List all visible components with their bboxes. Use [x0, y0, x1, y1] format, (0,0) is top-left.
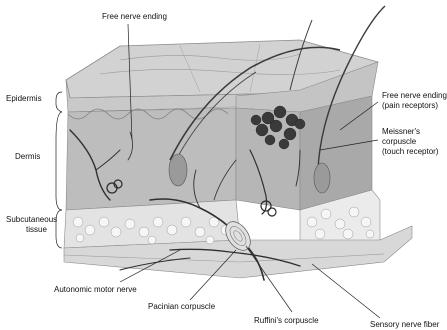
label-touch-receptor: (touch receptor)	[382, 147, 439, 156]
label-free-nerve-ending-right: Free nerve ending	[382, 91, 447, 100]
label-dermis: Dermis	[15, 152, 40, 161]
label-free-nerve-ending-top: Free nerve ending	[102, 12, 167, 21]
label-meissner: Meissner's	[382, 127, 420, 136]
label-sensory-nerve-fiber: Sensory nerve fiber	[370, 320, 440, 329]
label-pacinian-corpuscle: Pacinian corpuscle	[148, 302, 216, 311]
label-meissner-corpuscle: corpuscle	[382, 137, 417, 146]
label-subcutaneous: Subcutaneous	[6, 215, 57, 224]
label-autonomic-motor-nerve: Autonomic motor nerve	[54, 285, 137, 294]
label-subcutaneous-tissue: tissue	[26, 225, 47, 234]
label-ruffini-corpuscle: Ruffini's corpuscle	[254, 316, 319, 325]
label-pain-receptors: (pain receptors)	[382, 101, 438, 110]
label-epidermis: Epidermis	[6, 94, 42, 103]
